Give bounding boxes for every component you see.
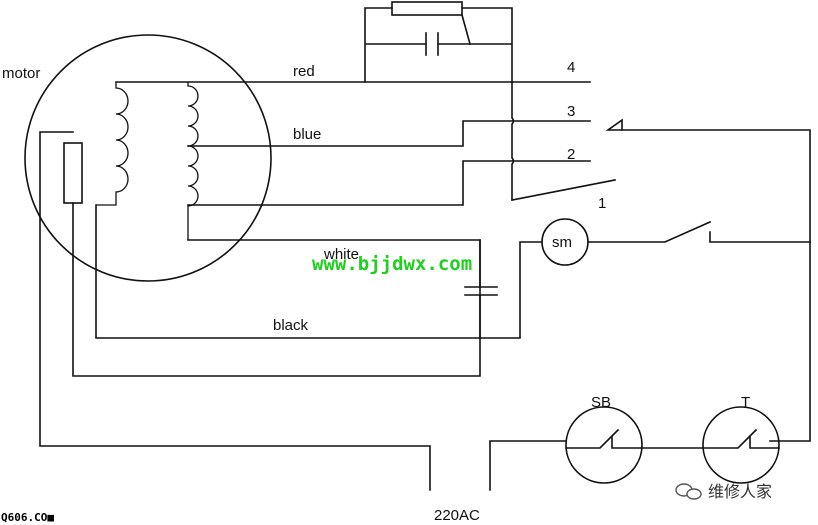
label-pos2: 2 bbox=[567, 146, 575, 163]
t-contact bbox=[702, 428, 780, 449]
wire-tap-low bbox=[187, 160, 591, 206]
wechat-icon bbox=[675, 483, 702, 500]
motor-winding-right bbox=[187, 82, 199, 240]
label-pos1: 1 bbox=[598, 195, 606, 212]
wire-black bbox=[95, 204, 543, 339]
label-white: white bbox=[323, 246, 359, 263]
label-motor: motor bbox=[2, 65, 40, 82]
protector-wire-bottom bbox=[72, 202, 481, 377]
watermark-brand: 维修人家 bbox=[708, 482, 772, 501]
sb-switch bbox=[565, 406, 643, 484]
sb-contact bbox=[565, 428, 643, 449]
power-right bbox=[489, 440, 567, 491]
label-pos4: 4 bbox=[567, 59, 575, 76]
thermal-protector bbox=[63, 142, 83, 204]
label-t: T bbox=[741, 394, 750, 411]
label-sm: sm bbox=[552, 234, 572, 251]
sm-switch bbox=[587, 220, 811, 243]
label-black: black bbox=[273, 317, 309, 334]
resistor-tap bbox=[461, 14, 471, 45]
top-branch bbox=[364, 7, 513, 83]
protector-wire-left bbox=[39, 131, 431, 491]
selector-pointer-icon bbox=[605, 118, 623, 131]
watermark-site: www.bjjdwx.com bbox=[312, 253, 472, 275]
motor-winding-left bbox=[96, 82, 129, 206]
label-red: red bbox=[293, 63, 315, 80]
label-sb: SB bbox=[591, 394, 611, 411]
selector-blade bbox=[511, 179, 616, 201]
label-blue: blue bbox=[293, 126, 321, 143]
wire-blue bbox=[187, 120, 591, 147]
label-pos3: 3 bbox=[567, 103, 575, 120]
selector-common bbox=[511, 81, 515, 201]
watermark-corner: Q606.CO■ bbox=[1, 511, 54, 524]
t-switch bbox=[702, 406, 780, 484]
label-power: 220AC bbox=[434, 507, 480, 524]
pointer-wire bbox=[621, 129, 811, 442]
motor-circle bbox=[24, 34, 272, 282]
top-resistor bbox=[391, 1, 463, 16]
